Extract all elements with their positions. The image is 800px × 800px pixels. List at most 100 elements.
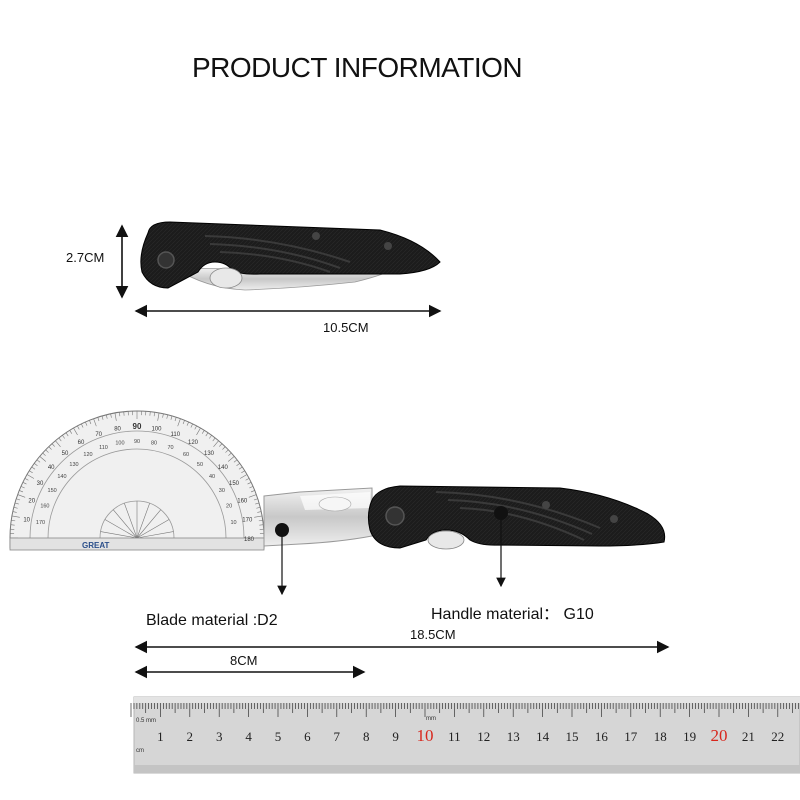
protractor-tick (157, 412, 160, 421)
protractor-tick (24, 478, 29, 481)
ruler-number: 19 (683, 729, 696, 744)
overall-length-label: 18.5CM (410, 627, 456, 642)
protractor-tick (69, 430, 73, 434)
protractor-tick (222, 446, 226, 450)
protractor-tick (253, 498, 258, 501)
protractor-label-inner: 150 (48, 488, 57, 494)
protractor-tick (194, 425, 197, 430)
protractor-tick (17, 494, 26, 498)
protractor-tick (255, 502, 260, 505)
protractor-tick (11, 515, 20, 518)
ruler-number: 7 (334, 729, 341, 744)
protractor-label-outer: 30 (37, 481, 44, 487)
protractor-label-inner: 80 (151, 440, 157, 446)
protractor-label-inner: 30 (219, 488, 225, 494)
protractor-tick (228, 452, 232, 456)
protractor-label-outer: 100 (151, 427, 162, 433)
protractor-label-inner: 20 (226, 503, 232, 509)
protractor-label-outer: 60 (78, 440, 85, 446)
protractor-label-inner: 70 (167, 445, 173, 451)
protractor-tick (105, 414, 108, 419)
protractor-tick (201, 430, 205, 434)
protractor-tick (119, 412, 121, 417)
protractor-tick (162, 413, 164, 418)
protractor-tick (238, 466, 243, 470)
protractor-tick (29, 470, 33, 474)
protractor-label-outer: 70 (95, 432, 102, 438)
protractor-tick (48, 446, 52, 450)
protractor-tick (114, 412, 117, 421)
protractor-label-inner: 170 (36, 520, 45, 526)
protractor-label-outer: 180 (244, 537, 255, 543)
protractor-tick (13, 506, 18, 509)
protractor-label-outer: 170 (242, 518, 253, 524)
ruler-number: 17 (624, 729, 638, 744)
protractor-label-inner: 160 (40, 503, 49, 509)
protractor-tick (22, 482, 27, 485)
ruler-number: 4 (245, 729, 252, 744)
protractor-label-outer: 130 (204, 451, 215, 457)
ruler-number: 21 (742, 729, 755, 744)
ruler-number: 20 (711, 726, 728, 745)
ruler-number: 12 (477, 729, 490, 744)
protractor-tick (93, 418, 97, 427)
protractor-tick (248, 494, 257, 498)
protractor-tick (196, 427, 201, 436)
protractor-ray (136, 519, 170, 539)
ruler-number: 14 (536, 729, 550, 744)
protractor-tick (97, 417, 100, 422)
protractor-tick (62, 435, 65, 439)
ruler-number: 9 (392, 729, 399, 744)
protractor-tick (166, 414, 169, 419)
ruler-number: 11 (448, 729, 461, 744)
protractor-ray (136, 531, 174, 539)
protractor-label-inner: 90 (134, 439, 140, 445)
ruler-unit-mm: mm (426, 716, 436, 722)
protractor-tick (110, 413, 112, 418)
folded-knife (140, 221, 441, 291)
protractor-tick (182, 420, 185, 425)
protractor-tick (14, 502, 19, 505)
protractor-label-outer: 80 (114, 427, 121, 433)
ruler-unit-cm: cm (136, 748, 144, 754)
protractor-tick (55, 440, 61, 448)
ruler-number: 10 (417, 726, 434, 745)
protractor-tick (190, 423, 193, 428)
protractor-label-outer: 110 (171, 432, 181, 438)
open-knife (263, 485, 666, 550)
ruler-number: 2 (187, 729, 194, 744)
protractor-label-outer: 140 (218, 465, 229, 471)
protractor-tick (227, 456, 235, 462)
protractor-ray (124, 503, 138, 539)
protractor-tick (239, 474, 248, 479)
protractor-tick (213, 440, 219, 448)
protractor-label-outer: 10 (23, 518, 30, 524)
protractor-ray (112, 509, 138, 539)
protractor-tick (174, 417, 177, 422)
protractor-label-outer: 50 (62, 451, 69, 457)
ruler-unit-0.5mm: 0.5 mm (136, 718, 156, 724)
protractor-label-inner: 100 (115, 440, 124, 446)
protractor-brand: GREAT (82, 541, 110, 550)
protractor-tick (153, 412, 155, 417)
ruler-number: 5 (275, 729, 282, 744)
protractor-tick (65, 432, 69, 437)
protractor-label-outer: 160 (237, 499, 248, 505)
protractor-tick (247, 482, 252, 485)
protractor-label-inner: 140 (57, 474, 66, 480)
protractor-tick (249, 486, 254, 489)
protractor-tick (34, 463, 38, 466)
protractor-tick (209, 435, 212, 439)
protractor-tick (12, 511, 17, 513)
ruler-number: 13 (507, 729, 520, 744)
ruler-number: 18 (654, 729, 667, 744)
protractor-label-outer: 20 (28, 499, 35, 505)
protractor-ray (136, 503, 150, 539)
protractor-label-inner: 40 (209, 474, 215, 480)
page-title: PRODUCT INFORMATION (192, 52, 523, 83)
ruler-number: 1 (157, 729, 164, 744)
ruler-number: 6 (304, 729, 311, 744)
protractor-tick (42, 452, 46, 456)
protractor-tick (39, 456, 47, 462)
